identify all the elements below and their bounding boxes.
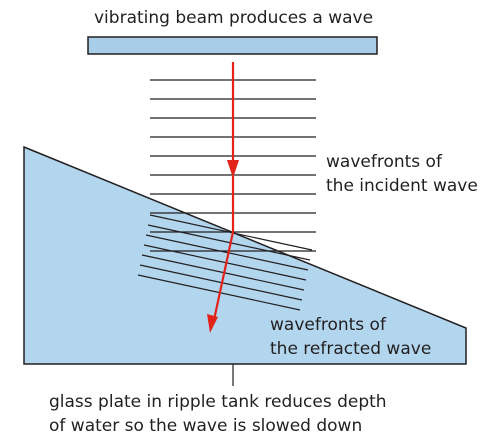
refracted-ray-arrowhead bbox=[207, 314, 218, 333]
refracted-wavefronts-label: wavefronts of the refracted wave bbox=[270, 313, 431, 361]
plate-label-line-1: glass plate in ripple tank reduces depth bbox=[49, 392, 387, 412]
refracted-wavefront bbox=[145, 234, 309, 271]
refracted-wavefront bbox=[141, 254, 305, 291]
refracted-wavefront bbox=[147, 224, 311, 261]
vibrating-beam bbox=[87, 36, 378, 55]
plate-label-line-2: of water so the wave is slowed down bbox=[49, 416, 363, 436]
beam-label-text: vibrating beam produces a wave bbox=[94, 8, 374, 28]
refracted-wavefront bbox=[149, 214, 313, 251]
ray bbox=[207, 62, 239, 333]
glass-plate bbox=[23, 145, 467, 365]
incident-label-line-2: the incident wave bbox=[326, 176, 478, 196]
refracted-ray bbox=[212, 231, 235, 321]
incident-wavefronts-label: wavefronts of the incident wave bbox=[326, 150, 478, 198]
incident-ray-arrowhead bbox=[227, 160, 239, 178]
beam-label: vibrating beam produces a wave bbox=[94, 6, 373, 30]
refracted-label-line-2: the refracted wave bbox=[270, 339, 432, 359]
refracted-wavefront bbox=[143, 244, 307, 281]
incident-label-line-1: wavefronts of bbox=[326, 152, 442, 172]
refracted-wavefronts bbox=[137, 214, 313, 311]
glass-plate-label: glass plate in ripple tank reduces depth… bbox=[49, 390, 387, 438]
refracted-label-line-1: wavefronts of bbox=[270, 315, 386, 335]
